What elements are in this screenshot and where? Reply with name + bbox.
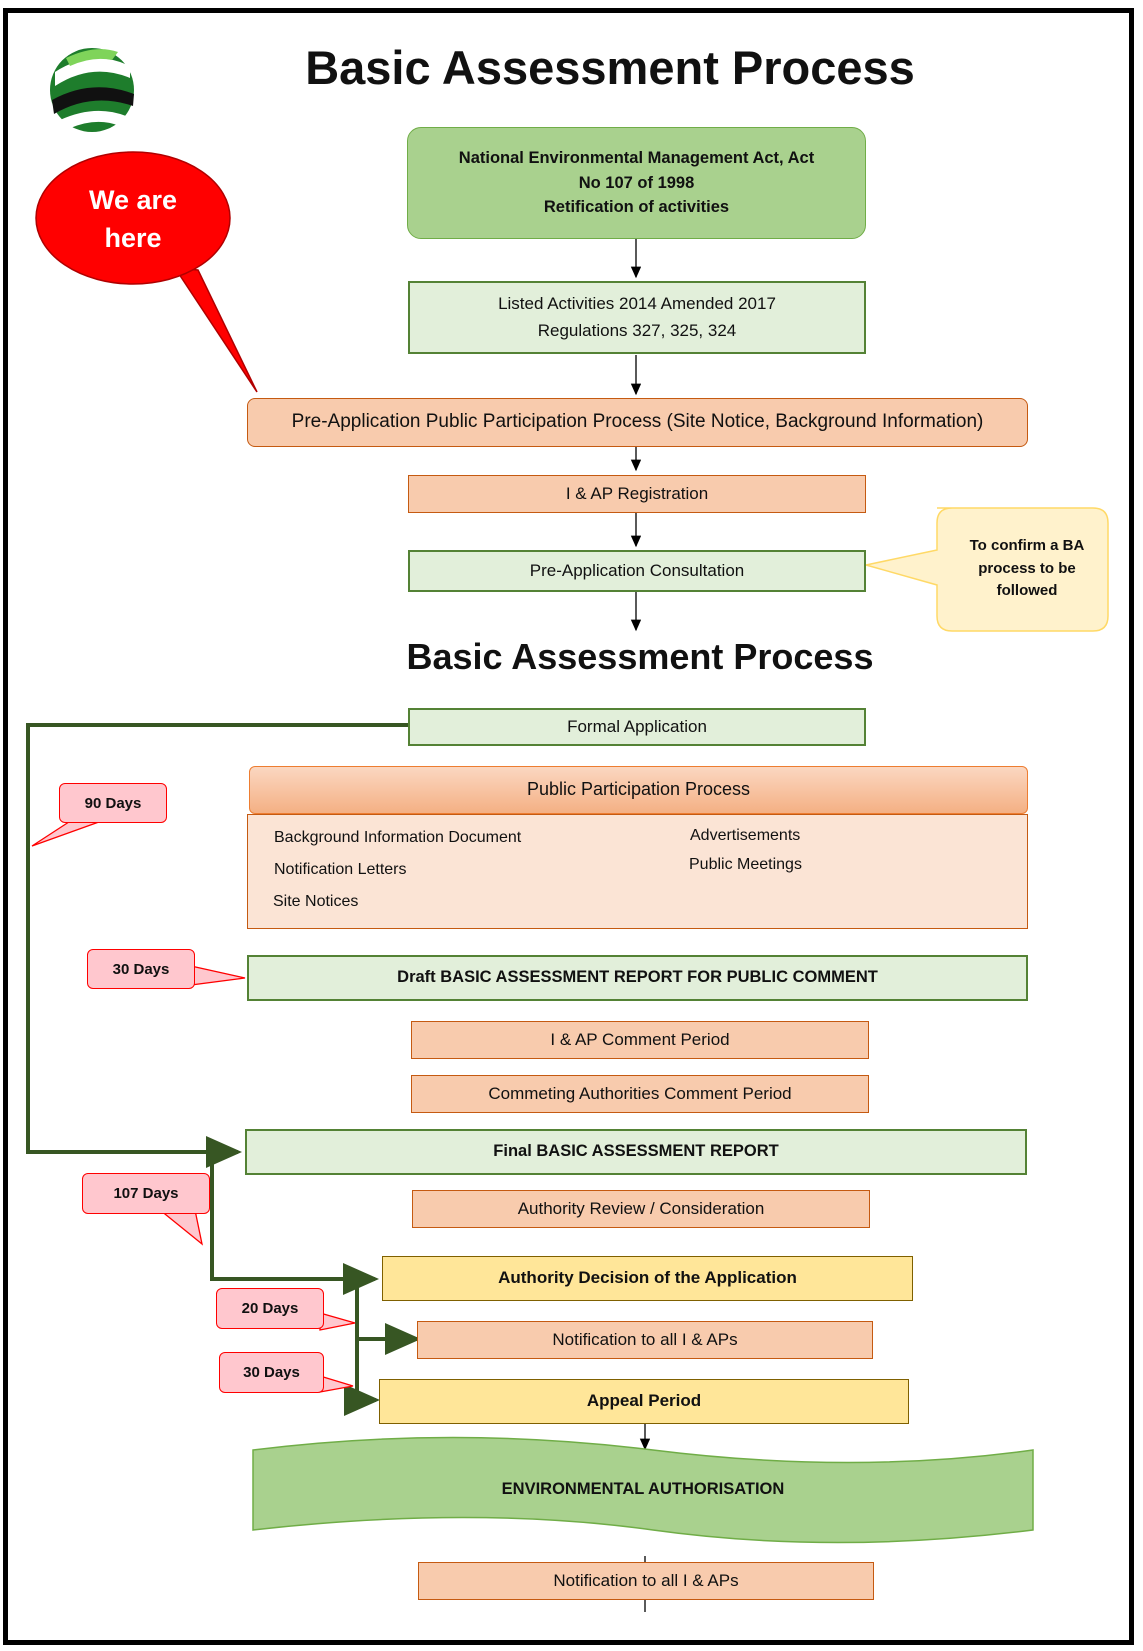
environmental-authorisation-banner-shape: [252, 1436, 1034, 1544]
notification-box-2: Notification to all I & APs: [418, 1562, 874, 1600]
section-title: Basic Assessment Process: [406, 636, 874, 677]
pp-item-bid: Background Information Document: [274, 829, 522, 846]
pp-item-adverts: Advertisements: [690, 827, 801, 844]
authority-review-box: Authority Review / Consideration: [412, 1190, 870, 1228]
pre-application-consultation-box: Pre-Application Consultation: [408, 550, 866, 592]
days-tag-90: 90 Days: [59, 783, 167, 823]
days-tag-30-appeal: 30 Days: [219, 1352, 324, 1393]
draft-ba-report-bar: Draft BASIC ASSESSMENT REPORT FOR PUBLIC…: [247, 955, 1028, 1001]
listed-line-1: Listed Activities 2014 Amended 2017: [498, 294, 776, 314]
public-participation-items-box: [247, 814, 1028, 929]
environmental-authorisation-label: ENVIRONMENTAL AUTHORISATION: [501, 1480, 785, 1499]
authority-decision-box: Authority Decision of the Application: [382, 1256, 913, 1301]
iap-registration-box: I & AP Registration: [408, 475, 866, 513]
we-are-here-text: We are here: [88, 185, 178, 253]
listed-activities-box: Listed Activities 2014 Amended 2017 Regu…: [408, 281, 866, 354]
appeal-period-box: Appeal Period: [379, 1379, 909, 1424]
days-tag-20: 20 Days: [216, 1288, 324, 1329]
striped-globe-logo-icon: [50, 48, 134, 132]
listed-line-2: Regulations 327, 325, 324: [537, 320, 737, 340]
nema-act-box: National Environmental Management Act, A…: [407, 127, 866, 239]
authorities-comment-period-box: Commeting Authorities Comment Period: [411, 1075, 869, 1113]
page-title: Basic Assessment Process: [305, 41, 915, 94]
confirm-callout-shape: [865, 507, 1109, 632]
confirm-ba-note: To confirm a BA process to be followed: [969, 537, 1085, 600]
pp-item-site-notices: Site Notices: [273, 893, 359, 910]
iap-comment-period-box: I & AP Comment Period: [411, 1021, 869, 1059]
pp-item-letters: Notification Letters: [274, 861, 407, 878]
notification-box-1: Notification to all I & APs: [417, 1321, 873, 1359]
page-frame: [3, 8, 1134, 1645]
timeline-connectors: [26, 723, 421, 1416]
days-tag-107: 107 Days: [82, 1173, 210, 1214]
public-participation-header: Public Participation Process: [249, 766, 1028, 814]
nema-line-1: National Environmental Management Act, A…: [458, 148, 815, 167]
formal-application-box: Formal Application: [408, 708, 866, 746]
pre-application-pp-box: Pre-Application Public Participation Pro…: [247, 398, 1028, 447]
final-ba-report-bar: Final BASIC ASSESSMENT REPORT: [245, 1129, 1027, 1175]
days-tag-30-draft: 30 Days: [87, 949, 195, 989]
we-are-here-callout: [35, 151, 258, 393]
nema-line-3: Retification of activities: [543, 198, 730, 217]
pp-item-meetings: Public Meetings: [689, 856, 802, 873]
nema-line-2: No 107 of 1998: [578, 173, 695, 192]
